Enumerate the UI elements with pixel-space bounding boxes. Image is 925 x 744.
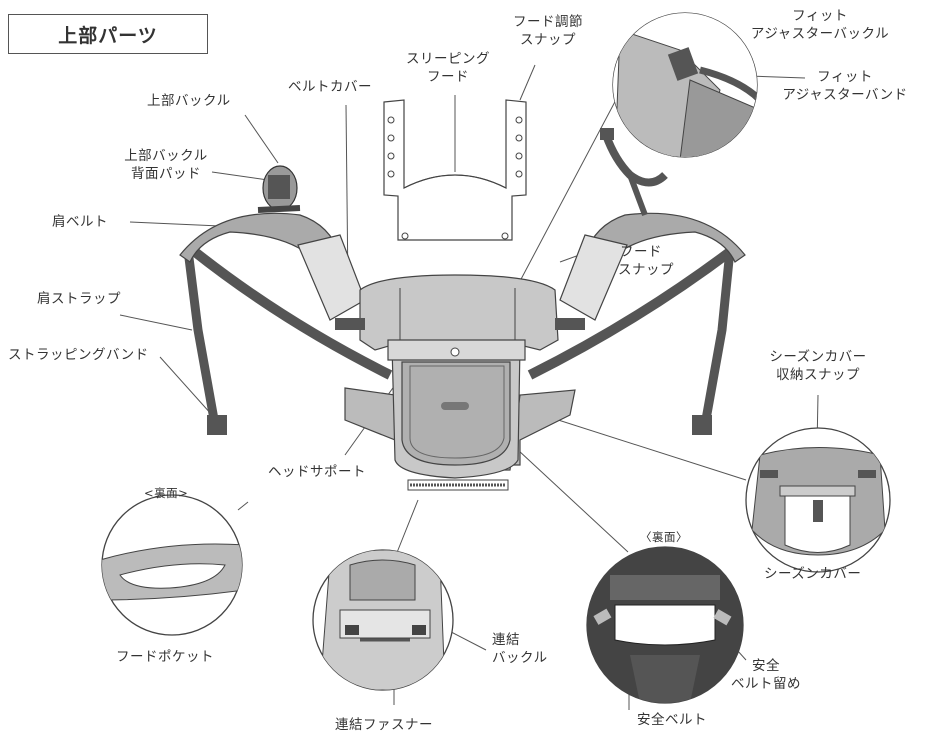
detail-safety-belt (586, 546, 744, 704)
label-connect-buckle-line1: 連結 (492, 632, 520, 648)
label-connect-fastener: 連結ファスナー (335, 717, 433, 733)
sleeping-hood (383, 99, 527, 241)
label-upper-buckle-pad-line1: 上部バックル (124, 148, 208, 164)
label-fit-adjuster-band-line1: フィット (817, 69, 873, 85)
upper-buckle (257, 165, 301, 213)
label-strapping-band: ストラッピングバンド (8, 347, 149, 363)
label-head-support: ヘッドサポート (268, 464, 366, 480)
detail-connect-buckle (312, 549, 454, 691)
label-shoulder-strap: 肩ストラップ (37, 291, 121, 307)
label-sleeping-hood-line1: スリーピング (406, 51, 490, 67)
label-upper-buckle: 上部バックル (147, 93, 231, 109)
label-hood-adjust-snap-line2: スナップ (520, 32, 576, 48)
shoulder-straps (179, 212, 746, 435)
section-title: 上部パーツ (8, 14, 208, 54)
label-season-cover-snap: シーズンカバー 収納スナップ (758, 348, 878, 384)
label-reverse-left: <裏面> (144, 486, 189, 500)
label-safety-belt-holder-line1: 安全 (752, 658, 780, 674)
label-sleeping-hood-line2: フード (427, 69, 469, 85)
label-hood-snap-line1: フード (620, 244, 662, 260)
label-connect-buckle-line2: バックル (492, 650, 548, 666)
label-hood-snap-line2: スナップ (618, 262, 674, 278)
label-fit-adjuster-buckle: フィット アジャスターバックル (720, 7, 920, 43)
label-hood-adjust-snap-line1: フード調節 (513, 14, 583, 30)
adjuster-strap (600, 128, 668, 217)
detail-hood-pocket (101, 494, 243, 636)
label-upper-buckle-pad: 上部バックル 背面パッド (118, 147, 214, 183)
label-fit-adjuster-buckle-line1: フィット (792, 8, 848, 24)
label-reverse-right: 〈裏面〉 (640, 530, 688, 544)
label-hood-pocket: フードポケット (116, 649, 214, 665)
label-fit-adjuster-buckle-line2: アジャスターバックル (750, 26, 890, 42)
label-fit-adjuster-band-line2: アジャスターバンド (782, 87, 908, 103)
belt-covers (297, 234, 628, 321)
label-hood-adjust-snap: フード調節 スナップ (505, 13, 591, 49)
detail-season-cover (745, 427, 891, 573)
label-upper-buckle-pad-line2: 背面パッド (131, 166, 201, 182)
label-safety-belt-holder-line2: ベルト留め (731, 676, 801, 692)
label-shoulder-belt: 肩ベルト (52, 214, 108, 230)
label-sleeping-hood: スリーピング フード (398, 50, 498, 86)
label-season-cover: シーズンカバー (764, 566, 862, 582)
label-safety-belt-holder: 安全 ベルト留め (723, 657, 809, 693)
label-season-cover-snap-line1: シーズンカバー (769, 349, 867, 365)
label-hood-snap: フード スナップ (610, 243, 674, 279)
label-connect-buckle: 連結 バックル (492, 631, 548, 667)
label-fit-adjuster-band: フィット アジャスターバンド (770, 68, 920, 104)
label-safety-belt: 安全ベルト (637, 712, 707, 728)
carrier-body (335, 274, 585, 491)
label-belt-cover: ベルトカバー (288, 79, 372, 95)
label-season-cover-snap-line2: 収納スナップ (776, 367, 860, 383)
